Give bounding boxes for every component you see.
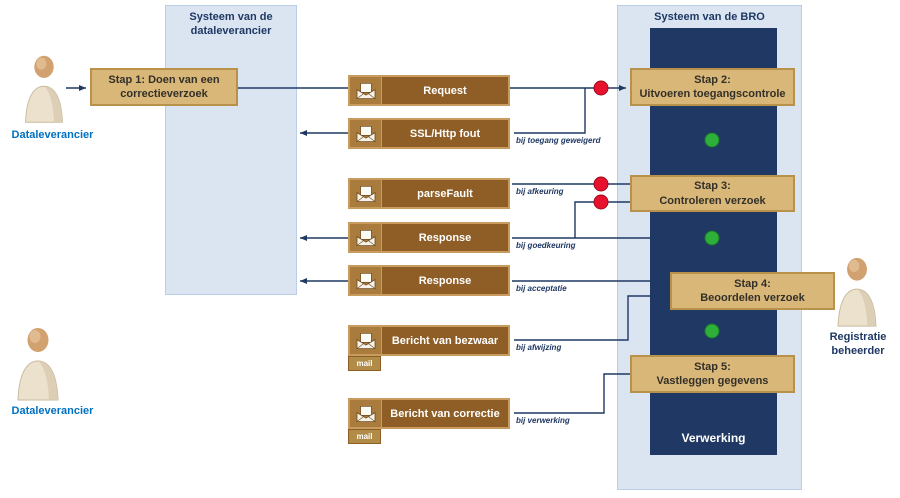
actor-dataleverancier-top-icon: [20, 52, 68, 126]
step-2-line2: Uitvoeren toegangscontrole: [639, 88, 786, 100]
message-response-1: Response: [348, 222, 510, 253]
message-bericht-van-correctie: Bericht van correctie: [348, 398, 510, 429]
step-5-line2: Vastleggen gegevens: [656, 375, 769, 387]
red-indicator-parse: [593, 176, 609, 192]
supplier-lane-title: Systeem van de dataleverancier: [189, 11, 273, 37]
step-2-box: Stap 2: Uitvoeren toegangscontrole: [630, 68, 795, 106]
step-4-line1: Stap 4:: [734, 277, 771, 290]
step-3-line1: Stap 3:: [694, 180, 731, 193]
step-3-box: Stap 3: Controleren verzoek: [630, 175, 795, 212]
message-label: Response: [418, 274, 472, 287]
step-1-box: Stap 1: Doen van een correctieverzoek: [90, 68, 238, 106]
line-step5-to-correctie: [514, 373, 630, 414]
message-bericht-van-bezwaar: Bericht van bezwaar: [348, 325, 510, 356]
step-4-box: Stap 4: Beoordelen verzoek: [670, 272, 835, 310]
step-5-box: Stap 5: Vastleggen gegevens: [630, 355, 795, 393]
message-label: Bericht van correctie: [390, 407, 500, 420]
message-label: Request: [423, 84, 467, 97]
step-1-line2: correctieverzoek: [120, 88, 208, 100]
actor-dataleverancier-bottom-label: Dataleverancier: [11, 405, 94, 417]
step-3-line2: Controleren verzoek: [659, 194, 766, 207]
message-label: parseFault: [417, 187, 473, 200]
condition-goedkeuring: bij goedkeuring: [516, 241, 576, 250]
message-ssl-http-fout: SSL/Http fout: [348, 118, 510, 149]
actor-registratie-label-line1: Registratie: [829, 331, 887, 343]
envelope-icon: [350, 180, 382, 207]
condition-verwerking: bij verwerking: [516, 416, 570, 425]
message-label: Bericht van bezwaar: [391, 334, 499, 347]
condition-acceptatie: bij acceptatie: [516, 284, 567, 293]
step-1-line1: Stap 1: Doen van een: [108, 73, 220, 86]
condition-toegang-geweigerd: bij toegang geweigerd: [516, 136, 601, 145]
condition-afkeuring: bij afkeuring: [516, 187, 564, 196]
actor-registratie-beheerder-icon: [832, 256, 882, 328]
envelope-icon: [350, 400, 382, 427]
message-parsefault: parseFault: [348, 178, 510, 209]
actor-registratie-beheerder-label: Registratie beheerder: [822, 330, 894, 359]
condition-afwijzing: bij afwijzing: [516, 343, 562, 352]
message-response-2: Response: [348, 265, 510, 296]
step-2-line1: Stap 2:: [694, 73, 731, 86]
red-indicator-access: [593, 80, 609, 96]
actor-dataleverancier-bottom-icon: [12, 326, 64, 402]
mail-tag-correctie: mail: [348, 429, 381, 444]
red-indicator-reject: [593, 194, 609, 210]
bro-lane-title: Systeem van de BRO: [654, 11, 765, 23]
envelope-icon: [350, 327, 382, 354]
envelope-icon: [350, 267, 382, 294]
actor-dataleverancier-top-label: Dataleverancier: [11, 129, 94, 141]
line-denied-to-sslfault: [514, 88, 586, 134]
mail-tag-bezwaar: mail: [348, 356, 381, 371]
supplier-system-lane: Systeem van de dataleverancier: [165, 5, 297, 295]
step-4-line2: Beoordelen verzoek: [700, 292, 805, 304]
step-5-line1: Stap 5:: [694, 360, 731, 373]
envelope-icon: [350, 224, 382, 251]
processing-lane-label: Verwerking: [681, 431, 746, 445]
envelope-icon: [350, 120, 382, 147]
message-label: Response: [418, 231, 472, 244]
message-label: SSL/Http fout: [409, 127, 481, 140]
actor-registratie-label-line2: beheerder: [831, 345, 885, 358]
message-request: Request: [348, 75, 510, 106]
envelope-icon: [350, 77, 382, 104]
